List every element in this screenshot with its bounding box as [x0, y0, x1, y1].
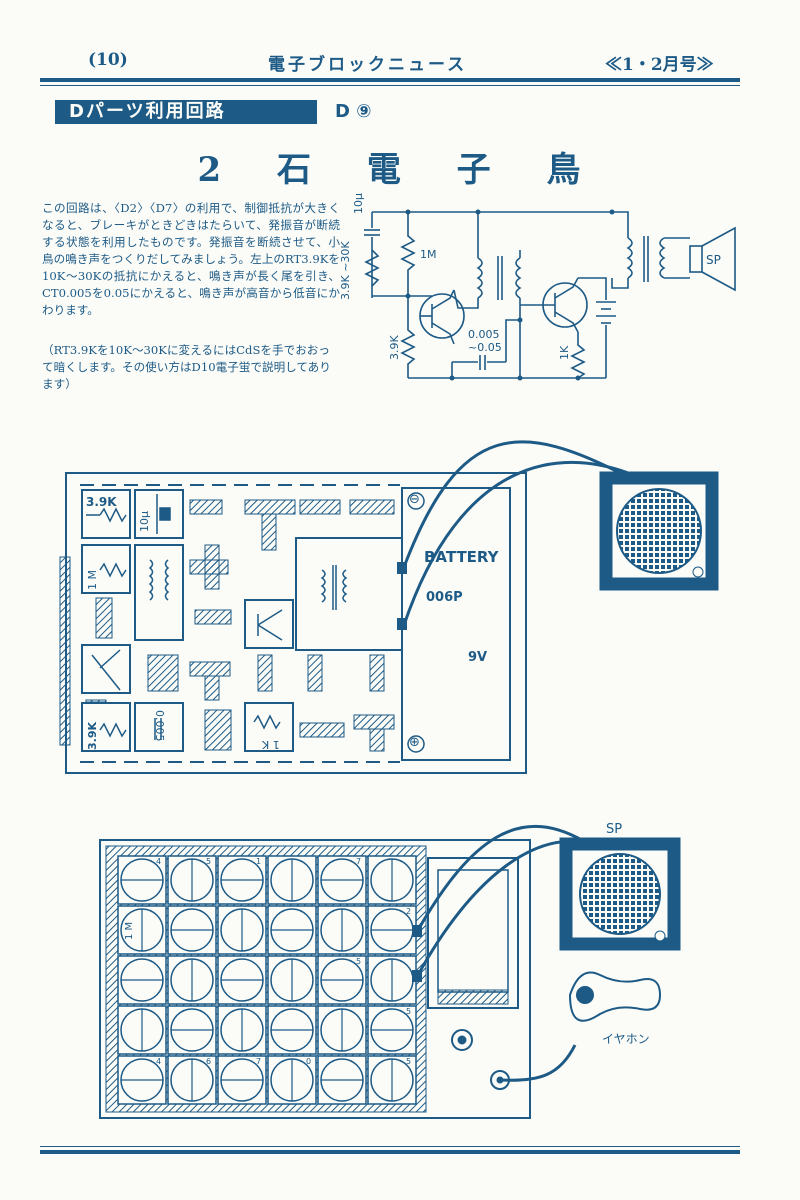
- note-text: （RT3.9Kを10K～30Kに変えるにはCdSを手でおおって暗くします。その使…: [42, 343, 331, 391]
- circuit-schematic: [364, 211, 736, 379]
- grid-tile-number: 5: [356, 957, 362, 966]
- footer-rule-thin: [40, 1146, 740, 1147]
- page-title: 2 石 電 子 鳥: [197, 150, 603, 190]
- header-rule: [40, 78, 740, 82]
- label-resistor-39k: 3.9K: [388, 335, 401, 360]
- grid-tile-number: 4: [156, 1057, 162, 1066]
- tile-label-1m: 1 M: [86, 570, 99, 590]
- label-cap-10u: 10μ: [352, 193, 365, 214]
- issue-label: ≪1・2月号≫: [605, 55, 714, 75]
- page-number: (10): [88, 50, 128, 70]
- grid-tile-number: 5: [406, 1007, 412, 1016]
- grid-tile-number: 7: [256, 1057, 262, 1066]
- label-speaker: SP: [706, 253, 721, 267]
- battery-minus: ⊖: [409, 492, 420, 507]
- label-resistor-1m: 1M: [420, 248, 437, 261]
- header-rule-thin: [40, 85, 740, 86]
- tile-label-1k: 1 K: [262, 738, 280, 751]
- battery-name: BATTERY: [424, 548, 499, 566]
- grid-tile-number: 6: [206, 1057, 212, 1066]
- earphone-label: イヤホン: [602, 1032, 650, 1046]
- label-cap-ct: 0.005 ~0.05: [468, 328, 502, 354]
- grid-tile-number: 1: [256, 857, 262, 866]
- grid-tile-number: 5: [206, 857, 212, 866]
- tile-label-39k-top: 3.9K: [86, 495, 117, 509]
- tile-label-10u: 10μ: [138, 511, 151, 532]
- grid-tile-number: 5: [406, 1057, 412, 1066]
- description-text: この回路は、〈D2〉〈D7〉の利用で、制御抵抗が大きくなると、ブレーキがときどき…: [42, 201, 340, 317]
- battery-plus: ⊕: [409, 735, 420, 750]
- grid-tile-number: 2: [406, 907, 412, 916]
- battery-voltage: 9V: [468, 650, 488, 665]
- speaker-top: [599, 471, 719, 591]
- speaker-label-bottom: SP: [606, 822, 623, 837]
- publication-title: 電子ブロックニュース: [268, 55, 468, 75]
- section-code: D ⑨: [335, 101, 372, 122]
- grid-tile-number: 4: [156, 857, 162, 866]
- grid-tile-label-1m: 1 M: [124, 921, 135, 940]
- grid-tile-number: 7: [356, 857, 362, 866]
- speaker-bottom: [559, 837, 681, 951]
- battery-model: 006P: [426, 590, 463, 605]
- label-resistor-rt: 3.9K ~30K: [339, 241, 352, 300]
- earphone: [568, 971, 662, 1022]
- tile-label-39k-bottom: 3.9K: [86, 721, 99, 750]
- section-label: Dパーツ利用回路: [55, 100, 317, 124]
- board-layout-top: [59, 472, 527, 774]
- tile-label-0005: 0.005: [153, 710, 166, 742]
- footer-rule: [40, 1150, 740, 1154]
- grid-tile-number: 0: [306, 1057, 312, 1066]
- board-grid-bottom: [99, 839, 531, 1119]
- label-resistor-1k: 1K: [558, 345, 571, 360]
